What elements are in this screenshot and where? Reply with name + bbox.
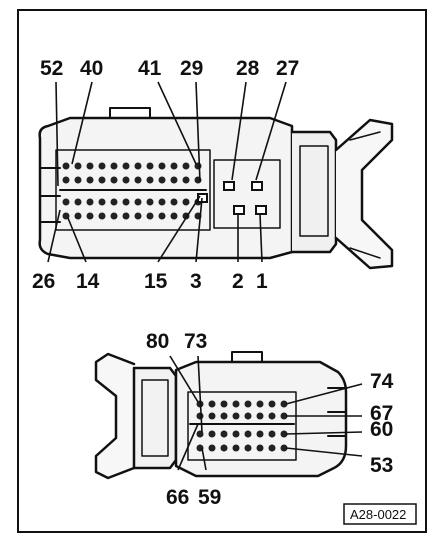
top-connector-upper-labels: 52 40 41 29 28 27	[40, 57, 299, 80]
bottom-connector-leaders	[169, 355, 363, 471]
bottom-connector-pins	[196, 400, 288, 452]
reference-code: A28-0022	[350, 507, 406, 522]
pin-label: 1	[256, 270, 268, 293]
top-connector-large-pins	[197, 181, 267, 215]
top-connector-leaders	[47, 81, 287, 263]
figure-frame	[17, 9, 427, 533]
pin-label: 73	[184, 330, 207, 353]
pin-label: 52	[40, 57, 63, 80]
pin-label: 67	[370, 402, 393, 425]
pin-label: 80	[146, 330, 169, 353]
pin-label: 29	[180, 57, 203, 80]
pin-label: 26	[32, 270, 55, 293]
pin-label: 41	[138, 57, 162, 80]
pin-label: 60	[370, 418, 393, 441]
pin-label: 27	[276, 57, 299, 80]
pin-label: 28	[236, 57, 260, 80]
pin-label: 3	[190, 270, 202, 293]
pin-label: 74	[370, 370, 394, 393]
reference-code-box	[343, 503, 417, 525]
pin-label: 15	[144, 270, 168, 293]
bottom-connector-right-labels: 74 67 60 53	[370, 370, 394, 477]
pin-label: 59	[198, 486, 221, 509]
bottom-connector-left-labels: 80 73 66 59	[146, 330, 221, 509]
top-connector-pins-lower	[62, 198, 202, 220]
top-connector-pins-upper	[62, 162, 202, 184]
pin-label: 53	[370, 454, 393, 477]
pin-label: 2	[232, 270, 244, 293]
pin-label: 40	[80, 57, 103, 80]
pin-label: 14	[76, 270, 100, 293]
top-connector-lower-labels: 26 14 15 3 2 1	[32, 270, 268, 293]
pin-label: 66	[166, 486, 189, 509]
top-connector	[38, 107, 394, 270]
